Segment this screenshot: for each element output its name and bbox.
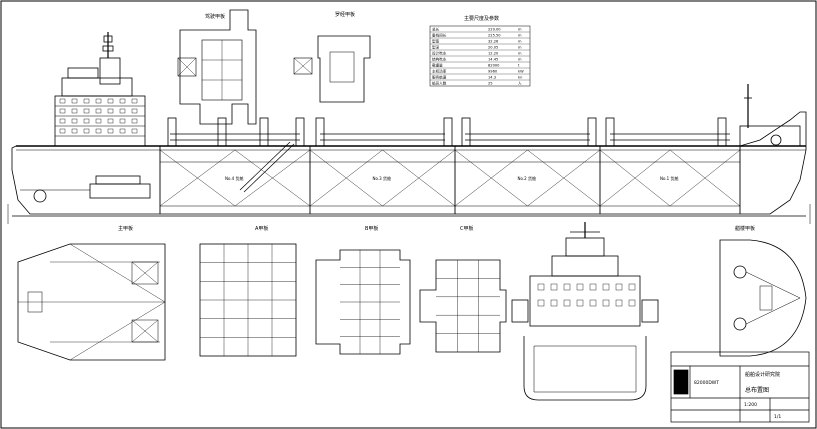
particulars-label: 型宽 bbox=[432, 39, 440, 44]
particulars-title: 主要尺度及参数 bbox=[464, 15, 499, 22]
particulars-value: 14.3 bbox=[488, 76, 496, 80]
cargo-hold-labels: No.4 货舱 No.3 货舱 No.2 货舱 No.1 货舱 bbox=[225, 175, 678, 181]
upper-deck-plan bbox=[17, 243, 166, 361]
particulars-value: 82000 bbox=[488, 64, 500, 68]
particulars-label: 设计吃水 bbox=[432, 51, 447, 56]
bridge-house bbox=[61, 77, 133, 97]
compass-deck-plan bbox=[293, 35, 371, 103]
title-block bbox=[670, 351, 810, 423]
accommodation-block bbox=[54, 95, 146, 147]
particulars-value: 20.05 bbox=[488, 46, 498, 50]
main-engine bbox=[89, 183, 151, 199]
midship-front-view bbox=[511, 222, 659, 401]
title-drawing-name: 总布置图 bbox=[745, 386, 769, 394]
deck-b-title: B甲板 bbox=[365, 225, 378, 232]
deck-a-plan bbox=[199, 243, 297, 357]
particulars-label: 船员人数 bbox=[432, 81, 447, 86]
particulars-label: 主机功率 bbox=[432, 69, 447, 74]
hull-outline bbox=[11, 111, 807, 215]
deck-b-plan bbox=[315, 249, 411, 355]
particulars-value: 25 bbox=[488, 82, 493, 86]
particulars-value: 229.00 bbox=[488, 28, 501, 32]
forecastle bbox=[739, 125, 801, 147]
particulars-label: 服务航速 bbox=[432, 75, 447, 80]
windlass bbox=[770, 134, 782, 146]
forecastle-deck-title: 艏楼甲板 bbox=[735, 225, 755, 232]
particulars-unit: m bbox=[518, 28, 522, 32]
particulars-label: 垂线间长 bbox=[432, 33, 447, 38]
upper-deck-title: 主甲板 bbox=[118, 225, 133, 232]
accommodation-ladder bbox=[239, 141, 291, 191]
particulars-label: 总长 bbox=[432, 27, 440, 32]
particulars-value: 12.20 bbox=[488, 52, 499, 56]
propeller bbox=[33, 189, 47, 203]
particulars-value: 225.50 bbox=[488, 34, 501, 38]
particulars-value: 14.45 bbox=[488, 58, 498, 62]
particulars-unit: 人 bbox=[518, 81, 522, 86]
compass-deck-title: 罗经甲板 bbox=[335, 11, 355, 18]
cargo-hold-label: No.1 货舱 bbox=[660, 175, 678, 181]
particulars-unit: kW bbox=[518, 70, 524, 74]
particulars-table: 总长 229.00 m 垂线间长 225.50 m 型宽 32.26 m 型深 20.05 m 设计吃水… bbox=[429, 25, 531, 87]
particulars-unit: kn bbox=[518, 76, 522, 80]
particulars-value: 9960 bbox=[488, 70, 498, 74]
particulars-unit: m bbox=[518, 58, 522, 62]
title-sheet: 1/1 bbox=[774, 414, 781, 420]
bridge-deck-plan bbox=[177, 9, 257, 125]
funnel bbox=[99, 57, 121, 85]
particulars-label: 型深 bbox=[432, 45, 440, 50]
title-company: 船舶设计研究院 bbox=[745, 371, 780, 378]
particulars-label: 载重量 bbox=[432, 63, 443, 68]
title-drawing-no: 82000DWT bbox=[694, 380, 719, 386]
cargo-hold-label: No.4 货舱 bbox=[225, 175, 243, 181]
forecastle-deck-plan bbox=[719, 239, 807, 357]
bridge-deck-title: 驾驶甲板 bbox=[205, 13, 225, 20]
particulars-unit: m bbox=[518, 40, 522, 44]
cargo-hold-label: No.3 货舱 bbox=[373, 175, 391, 181]
cargo-hold-label: No.2 货舱 bbox=[518, 175, 536, 181]
deck-c-title: C甲板 bbox=[460, 225, 474, 232]
title-scale: 1:200 bbox=[744, 402, 757, 408]
particulars-unit: m bbox=[518, 46, 522, 50]
deck-a-title: A甲板 bbox=[255, 225, 268, 232]
particulars-value: 32.26 bbox=[488, 40, 499, 44]
ship-profile-view bbox=[7, 32, 811, 224]
deck-c-plan bbox=[419, 259, 507, 353]
particulars-unit: m bbox=[518, 34, 522, 38]
particulars-label: 结构吃水 bbox=[432, 57, 447, 62]
particulars-unit: m bbox=[518, 52, 522, 56]
particulars-unit: t bbox=[518, 64, 520, 68]
